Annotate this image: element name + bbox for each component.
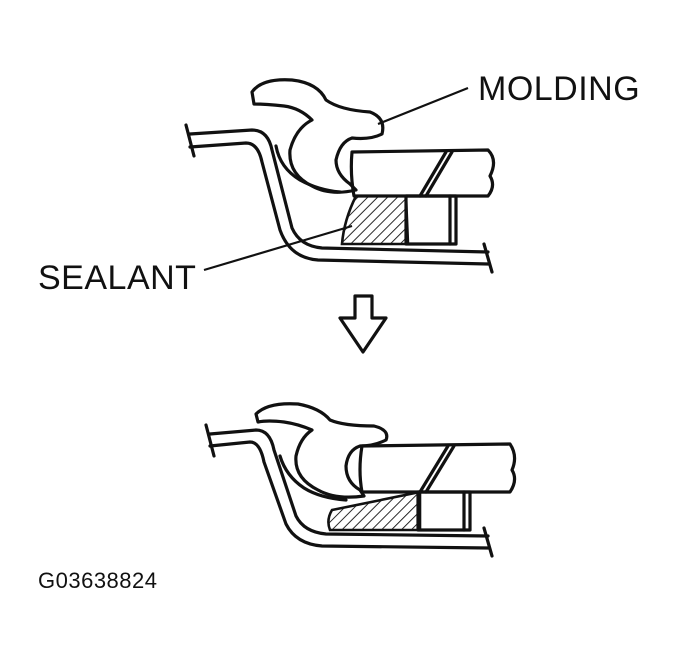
sealant-before	[340, 194, 410, 246]
molding-leader	[377, 86, 469, 126]
body-panel-inner	[188, 141, 490, 266]
body-panel-outer	[188, 128, 490, 254]
leader-lines-top	[203, 86, 469, 272]
body-panel-outer-after	[208, 428, 490, 538]
after-assembly	[204, 402, 517, 558]
molding-piece	[250, 78, 385, 194]
body-panel-inner-after	[208, 440, 490, 550]
glass-upper-after	[358, 442, 517, 494]
figure-id: G03638824	[38, 568, 158, 593]
sealant-label: SEALANT	[38, 259, 197, 297]
glass-upper	[349, 148, 496, 198]
down-arrow-icon	[338, 294, 388, 354]
retainer-block-after	[416, 490, 472, 532]
before-assembly	[184, 78, 496, 274]
sealant-leader	[203, 224, 353, 272]
molding-label: MOLDING	[478, 70, 641, 108]
sealant-after	[327, 490, 422, 532]
molding-piece-after	[254, 402, 389, 499]
